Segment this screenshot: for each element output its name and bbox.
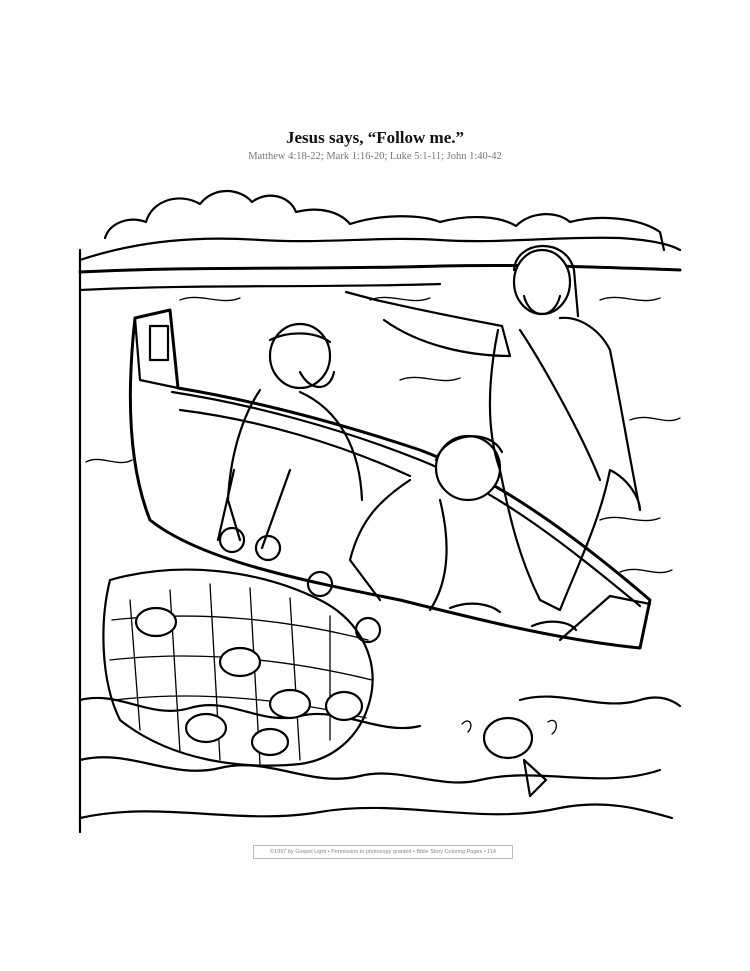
sea-swell <box>518 695 682 708</box>
boat-inner-rim <box>178 408 412 478</box>
fisherman-1-hand <box>254 534 282 562</box>
jumping-fish <box>482 716 534 760</box>
horizon-line <box>78 263 682 274</box>
wave <box>599 516 661 522</box>
jesus-head <box>512 248 572 316</box>
wave <box>369 296 431 302</box>
copyright-footer: ©1997 by Gospel Light • Permission to ph… <box>253 845 513 859</box>
jesus-pointing-arm <box>344 290 512 358</box>
fisherman-1-head <box>268 322 332 390</box>
fisherman-2-body <box>348 478 448 612</box>
boat-cleat <box>148 324 170 362</box>
fisherman-2-hand <box>306 570 334 598</box>
fish <box>184 712 228 744</box>
fish <box>250 727 290 757</box>
sea-swell <box>78 756 662 784</box>
jesus-beard <box>522 294 562 315</box>
jesus-sash <box>518 328 602 482</box>
boat-prow <box>133 316 180 390</box>
boat-hull <box>128 308 652 650</box>
jesus-feet <box>448 602 578 632</box>
fish <box>218 646 262 678</box>
wave <box>619 568 673 574</box>
jumping-fish-tail <box>522 758 548 798</box>
sea-swell <box>78 696 422 730</box>
page-title: Jesus says, “Follow me.” <box>285 128 465 147</box>
fish-group <box>134 606 364 757</box>
wave <box>179 296 241 302</box>
wave <box>85 458 133 464</box>
jesus-robe <box>488 316 642 612</box>
scripture-references: Matthew 4:18-22; Mark 1:16-20; Luke 5:1-… <box>248 151 502 162</box>
wave <box>399 376 461 382</box>
wave <box>599 296 661 302</box>
boat-gunwale <box>170 390 642 608</box>
fisherman-2-cap <box>434 435 504 462</box>
fisherman-1-hand <box>218 526 246 554</box>
far-shore <box>78 236 682 262</box>
fish <box>324 690 364 722</box>
jesus-hair <box>512 244 580 318</box>
fish <box>134 606 178 638</box>
water-splash <box>461 719 558 735</box>
wave <box>629 416 681 422</box>
fisherman-1-beard <box>298 370 336 389</box>
fishing-net <box>102 568 374 767</box>
horizon-line-2 <box>78 282 442 292</box>
fisherman-1-headband <box>268 332 332 344</box>
fish <box>268 688 312 720</box>
sea-swell <box>78 803 674 820</box>
clouds <box>103 190 666 252</box>
boat-stern-seat <box>558 594 652 642</box>
